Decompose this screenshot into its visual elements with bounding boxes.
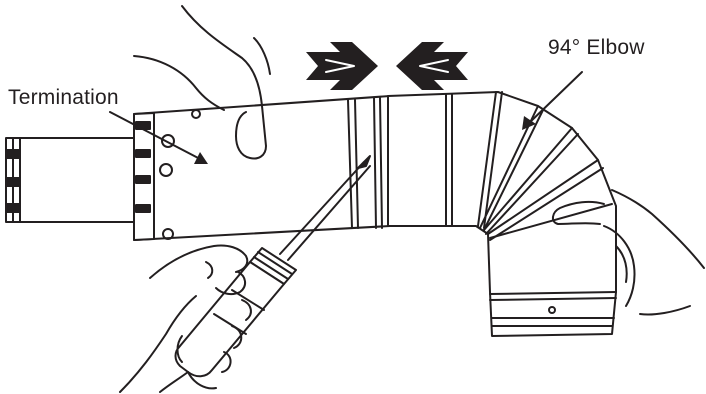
top-hand <box>133 5 271 160</box>
termination-label: Termination <box>8 86 119 109</box>
termination-section <box>133 95 391 241</box>
termination-leader-arrow <box>109 111 208 164</box>
elbow-label: 94° Elbow <box>548 36 645 59</box>
elbow-leader-arrow <box>522 71 583 130</box>
screwdriver-icon <box>174 155 371 378</box>
push-arrows-icon <box>306 42 468 90</box>
elbow-fitting <box>387 91 617 337</box>
extension-pipe <box>5 137 139 223</box>
right-hand <box>552 189 705 316</box>
bottom-hand <box>119 244 252 393</box>
